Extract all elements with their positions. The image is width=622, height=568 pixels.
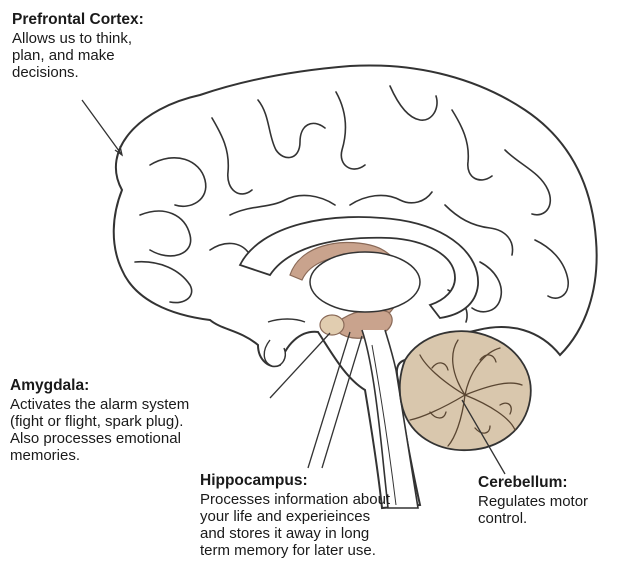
amygdala-label: Amygdala: Activates the alarm system (fi… [10,377,270,464]
amygdala-shape [320,315,344,335]
thalamus-shape [310,252,420,312]
cerebellum-title: Cerebellum: [478,474,622,491]
prefrontal-pointer [82,100,122,155]
prefrontal-cortex-label: Prefrontal Cortex: Allows us to think, p… [12,11,212,81]
amygdala-title: Amygdala: [10,377,270,394]
prefrontal-cortex-desc: Allows us to think, plan, and make decis… [12,30,212,81]
cerebellum-shape [400,331,531,450]
hippocampus-title: Hippocampus: [200,472,460,489]
prefrontal-cortex-title: Prefrontal Cortex: [12,11,212,28]
hippocampus-pointer-1 [308,332,350,468]
hippocampus-desc: Processes information about your life an… [200,491,460,559]
hippocampus-label: Hippocampus: Processes information about… [200,472,460,559]
cerebellum-label: Cerebellum: Regulates motor control. [478,474,622,527]
amygdala-desc: Activates the alarm system (fight or fli… [10,396,270,464]
cerebellum-desc: Regulates motor control. [478,493,622,527]
